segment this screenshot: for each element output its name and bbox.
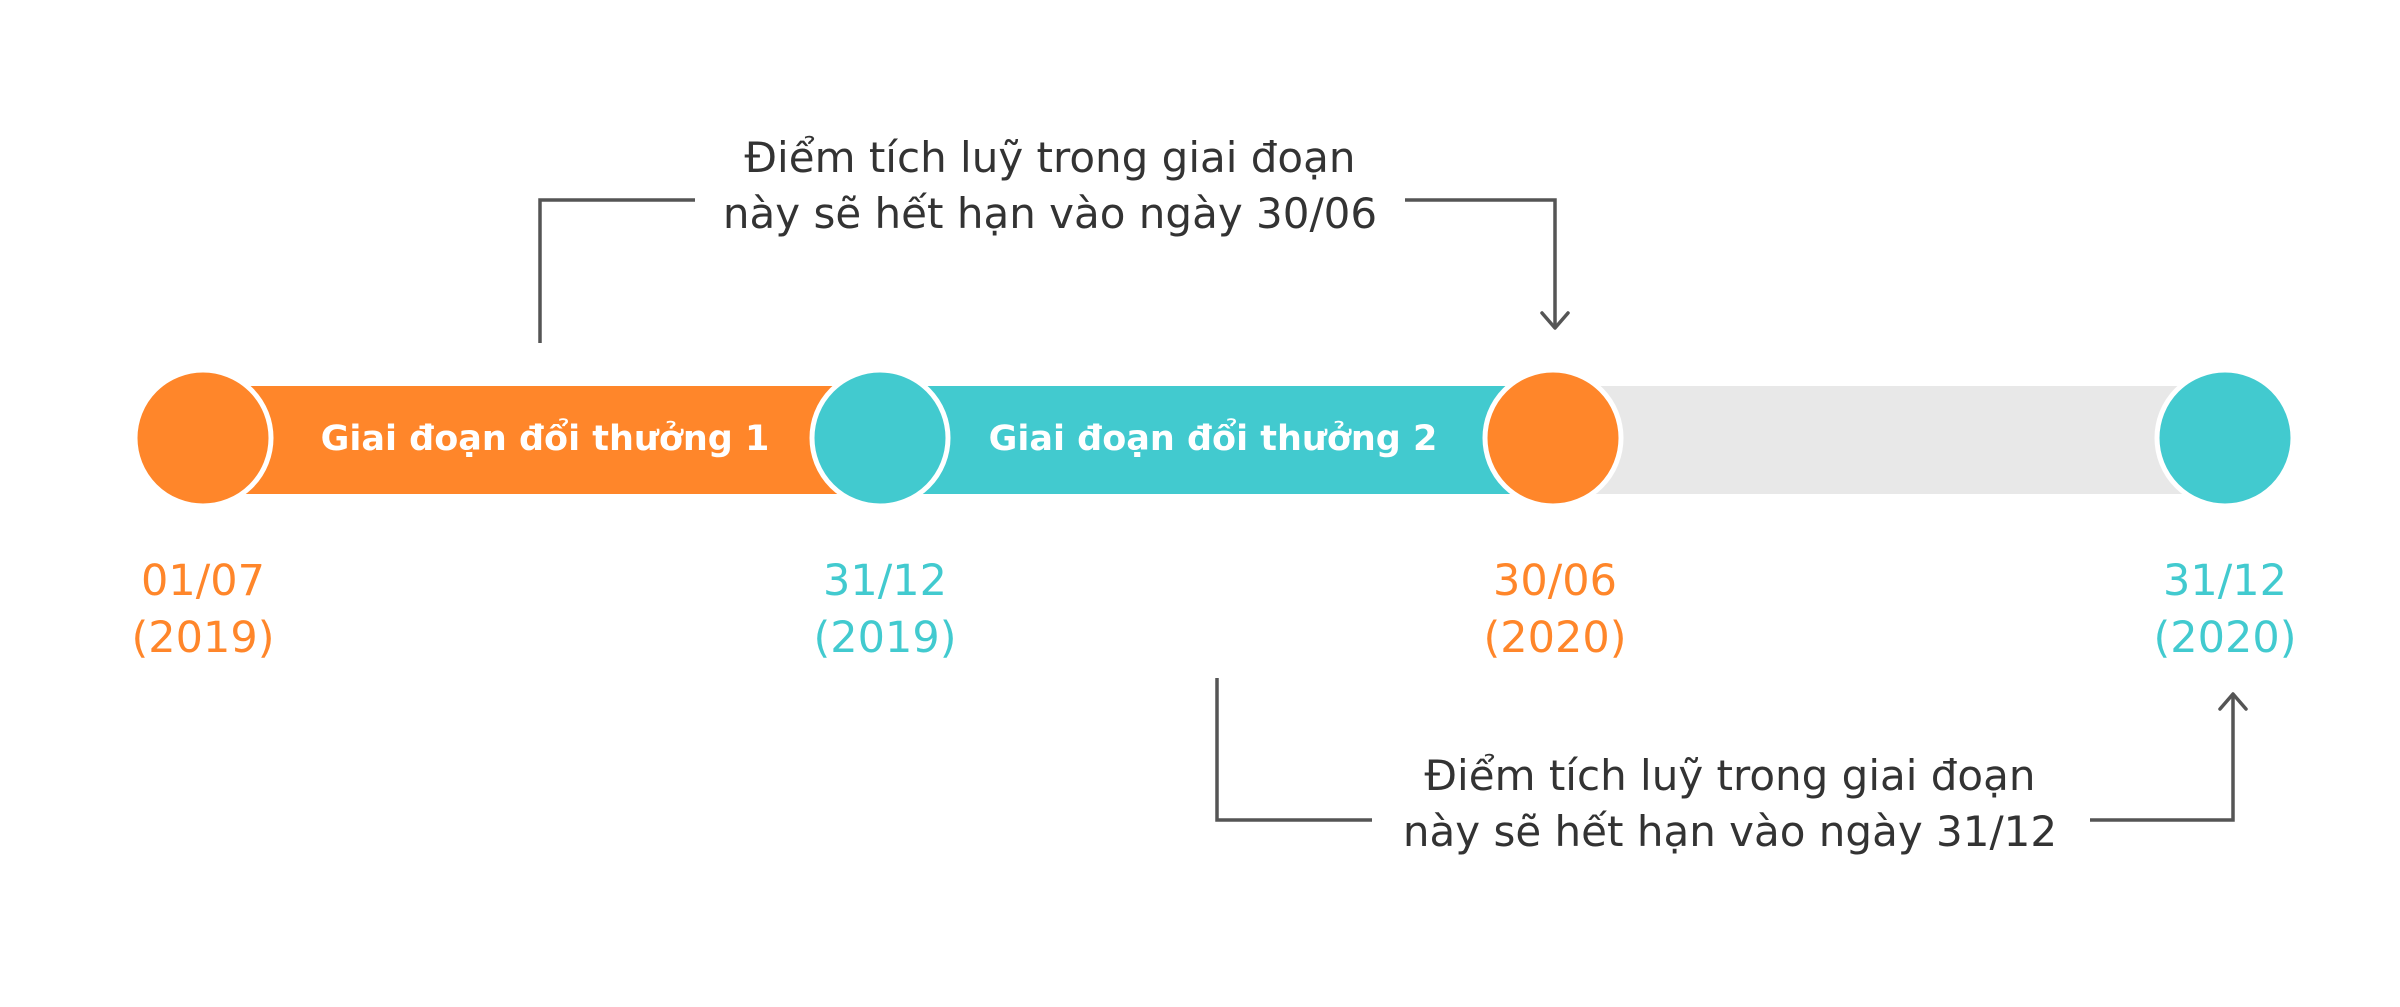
bottom-note-line-2: này sẽ hết hạn vào ngày 31/12 [1403, 807, 2057, 856]
node-date-1: 01/07 [141, 556, 265, 606]
top-note-connector-right [1405, 198, 1557, 327]
node-year-1: (2019) [132, 613, 275, 663]
top-note-line-1: Điểm tích luỹ trong giai đoạn [745, 133, 1356, 182]
bottom-note-connector-left [1215, 678, 1372, 822]
timeline-node-2 [809, 367, 951, 509]
node-year-3: (2020) [1484, 613, 1627, 663]
top-note-line-2: này sẽ hết hạn vào ngày 30/06 [723, 189, 1377, 238]
node-date-3: 30/06 [1493, 556, 1617, 606]
segment-label-2: Giai đoạn đổi thưởng 2 [989, 417, 1438, 459]
segment-label-1: Giai đoạn đổi thưởng 1 [321, 417, 770, 459]
node-year-4: (2020) [2154, 613, 2297, 663]
top-note-arrow-head [1540, 311, 1570, 330]
segment-bar-1 [200, 386, 880, 494]
node-date-4: 31/12 [2163, 556, 2287, 606]
segment-bar-2 [880, 386, 1553, 494]
node-date-2: 31/12 [823, 556, 947, 606]
bottom-note-arrow-head [2218, 692, 2248, 711]
bottom-note-connector-right [2090, 695, 2235, 822]
timeline-node-4 [2154, 367, 2296, 509]
timeline-node-3 [1482, 367, 1624, 509]
bottom-note-line-1: Điểm tích luỹ trong giai đoạn [1425, 751, 2036, 800]
node-year-2: (2019) [814, 613, 957, 663]
top-note-connector-left [538, 198, 695, 343]
timeline-node-1 [132, 367, 274, 509]
